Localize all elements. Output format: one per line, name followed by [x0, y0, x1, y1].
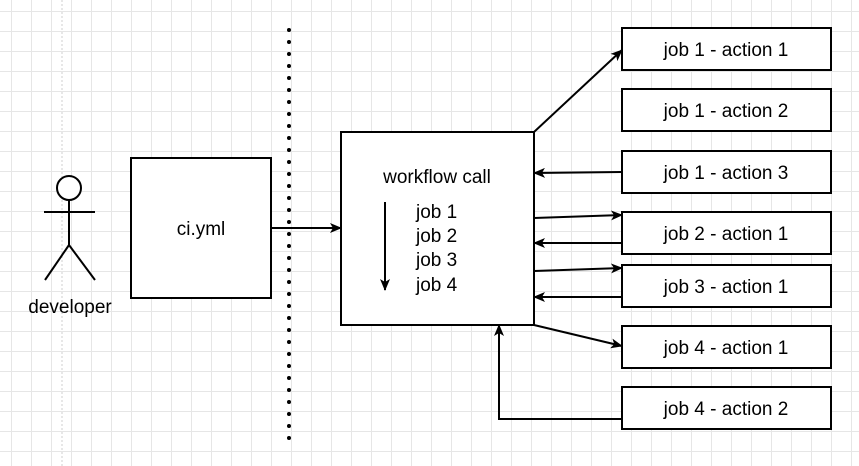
action-label: job 3 - action 1	[663, 277, 789, 298]
action-label: job 4 - action 2	[663, 399, 789, 420]
action-box-job2-action1[interactable]: job 2 - action 1	[621, 211, 832, 255]
action-box-job4-action2[interactable]: job 4 - action 2	[621, 386, 832, 430]
action-box-job1-action1[interactable]: job 1 - action 1	[621, 27, 832, 71]
arrow-workflow-to-job3-action1	[533, 263, 623, 274]
arrow-workflow-to-job2-action1	[533, 210, 623, 221]
arrow-job1-action3-to-workflow	[533, 167, 623, 178]
developer-label: developer	[28, 297, 112, 318]
arrow-workflow-to-job1-action1	[533, 49, 623, 133]
action-box-job1-action2[interactable]: job 1 - action 2	[621, 88, 832, 132]
workflow-call-box[interactable]: workflow call job 1 job 2 job 3 job 4	[340, 131, 535, 326]
action-label: job 1 - action 3	[663, 163, 789, 184]
workflow-job-4: job 4	[415, 275, 458, 296]
action-label: job 1 - action 2	[663, 101, 789, 122]
workflow-job-3: job 3	[415, 250, 457, 271]
workflow-job-2: job 2	[415, 226, 457, 247]
ci-yml-box[interactable]: ci.yml	[130, 157, 272, 299]
workflow-job-1: job 1	[415, 202, 457, 223]
workflow-title: workflow call	[382, 167, 491, 188]
arrow-job4-action2-to-workflow	[494, 324, 622, 420]
action-box-job1-action3[interactable]: job 1 - action 3	[621, 150, 832, 194]
arrow-workflow-to-job4-action1	[533, 324, 623, 349]
action-label: job 4 - action 1	[663, 338, 789, 359]
ci-yml-label: ci.yml	[177, 219, 226, 240]
developer-actor-icon	[44, 175, 96, 281]
action-label: job 2 - action 1	[663, 224, 789, 245]
action-label: job 1 - action 1	[663, 40, 789, 61]
action-box-job4-action1[interactable]: job 4 - action 1	[621, 325, 832, 369]
action-box-job3-action1[interactable]: job 3 - action 1	[621, 264, 832, 308]
